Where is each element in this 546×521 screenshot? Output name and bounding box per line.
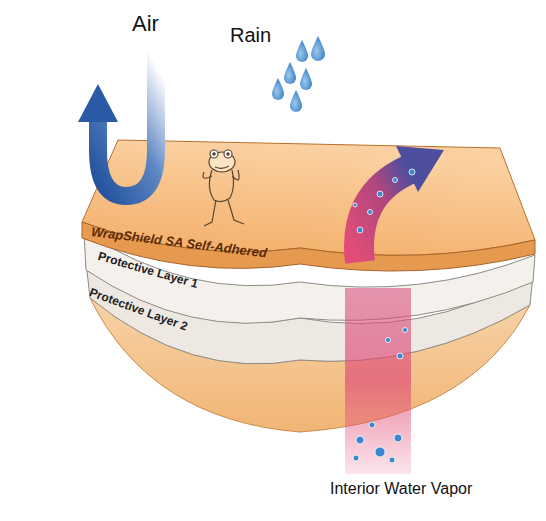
layer-outline — [80, 136, 538, 282]
membrane-layer: WrapShield SA Self-Adhered — [80, 136, 538, 282]
rain-drops — [272, 36, 325, 112]
air-arrowhead — [78, 84, 118, 122]
flow-label: Air — [132, 12, 159, 36]
flow-label: Rain — [230, 24, 271, 46]
flow-label: Interior Water Vapor — [330, 480, 472, 498]
protective-layer-shape — [86, 262, 533, 364]
